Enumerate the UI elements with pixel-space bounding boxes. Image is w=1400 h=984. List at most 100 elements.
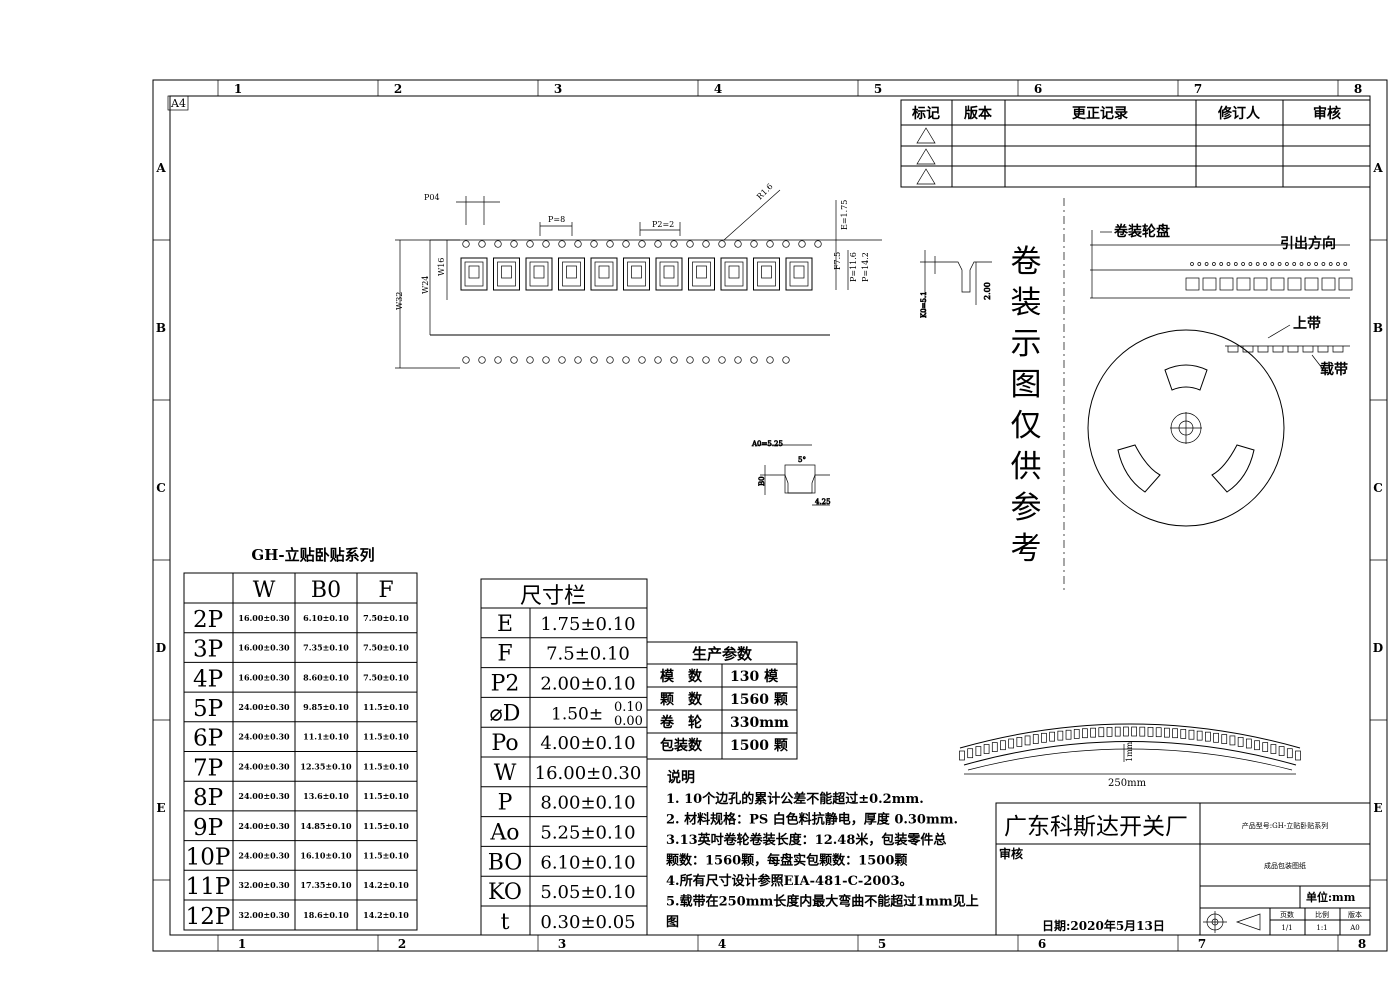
sprocket-hole (766, 356, 774, 364)
pocket (558, 257, 585, 291)
mini-pocket (1257, 346, 1269, 353)
curve-pocket (1221, 734, 1228, 744)
series-cell-f: 14.2±0.10 (363, 880, 409, 890)
vertical-note-char: 图 (1011, 367, 1042, 403)
pocket-detail-view: A0=5.25 5° B0 4.25 (751, 440, 831, 507)
rev-header-version: 版本 (964, 105, 993, 122)
production-value: 1500 颗 (730, 738, 788, 754)
sprocket-hole (494, 240, 502, 248)
strip-hole (1321, 262, 1326, 266)
label-carrier: 载带 (1320, 361, 1348, 378)
curve-pocket (1147, 727, 1154, 737)
row-label: B (156, 321, 166, 335)
hdr-version: 版本 (1348, 910, 1362, 919)
pocket-cavity (566, 265, 577, 279)
column-label: 7 (1194, 82, 1202, 96)
series-cell-f: 7.50±0.10 (363, 613, 409, 623)
series-cell-w: 24.00±0.30 (238, 761, 290, 771)
curve-pocket (1073, 729, 1080, 739)
vertical-note-char: 考 (1011, 531, 1042, 567)
pocket (785, 257, 813, 291)
vertical-note-char: 示 (1011, 326, 1042, 362)
sprocket-hole (782, 240, 790, 248)
strip-pocket (1338, 277, 1353, 291)
val-version: A0 (1349, 924, 1360, 932)
series-row-label: 8P (193, 785, 223, 811)
curve-pocket (1041, 732, 1047, 743)
series-cell-b0: 16.10±0.10 (300, 850, 352, 860)
curve-pocket (1098, 727, 1105, 738)
strip-hole (1328, 262, 1333, 266)
strip-hole (1343, 262, 1348, 266)
strip-hole (1212, 262, 1216, 266)
label-length: 250mm (1108, 778, 1147, 789)
mini-pocket (1227, 346, 1239, 353)
curve-pocket (1065, 729, 1072, 740)
dim-value: 7.5±0.10 (546, 644, 630, 665)
series-cell-b0: 8.60±0.10 (303, 672, 349, 682)
series-cell-f: 7.50±0.10 (363, 643, 409, 653)
sprocket-hole (718, 240, 726, 248)
sprocket-hole (638, 356, 646, 364)
dim-symbol: F (497, 642, 512, 667)
series-cell-w: 16.00±0.30 (238, 672, 290, 682)
column-label: 1 (238, 937, 246, 951)
row-label: C (156, 481, 166, 495)
pocket-inner (757, 261, 776, 287)
strip-hole (1248, 262, 1253, 266)
vertical-note-char: 供 (1011, 449, 1042, 485)
pocket-cavity (598, 265, 610, 279)
series-cell-b0: 13.6±0.10 (303, 791, 349, 801)
series-row-label: 10P (186, 844, 231, 870)
unit-label: 单位:mm (1306, 890, 1356, 904)
val-scale: 1:1 (1316, 924, 1327, 932)
row-label: E (1373, 801, 1382, 815)
series-header: B0 (311, 578, 341, 603)
curve-pocket (1262, 742, 1269, 752)
series-cell-b0: 9.85±0.10 (303, 702, 349, 712)
label-w16: W16 (437, 258, 446, 276)
series-row-label: 4P (193, 666, 223, 692)
sprocket-holes-top (462, 240, 822, 248)
curve-pocket (1295, 750, 1301, 761)
label-bend: 1mm (1125, 741, 1134, 762)
label-w24: W24 (421, 276, 430, 294)
column-label: 2 (394, 82, 402, 96)
series-cell-f: 14.2±0.10 (363, 910, 409, 920)
dim-d-tol-upper: 0.10 (614, 700, 643, 715)
sprocket-hole (654, 240, 662, 248)
sprocket-hole (558, 356, 566, 364)
strip-hole (1285, 262, 1289, 266)
series-row-label: 11P (186, 874, 231, 900)
pocket-inner (594, 261, 614, 287)
sprocket-hole (542, 356, 550, 364)
label-deg: 5° (798, 456, 806, 464)
strip-hole (1197, 262, 1202, 266)
row-label: D (156, 641, 166, 655)
pocket-inner (464, 261, 484, 287)
sprocket-hole (718, 356, 726, 364)
strip-hole (1226, 262, 1231, 266)
sprocket-hole (510, 240, 518, 248)
curve-pocket (1139, 726, 1146, 737)
curve-pocket (967, 748, 974, 759)
strip-hole (1306, 262, 1311, 266)
notes-line: 2. 材料规格：PS 白色料抗静电，厚度 0.30mm. (666, 812, 958, 828)
strip-pocket (1287, 277, 1302, 291)
notes-block: 说明 1. 10个边孔的累计公差不能超过±0.2mm.2. 材料规格：PS 白色… (666, 769, 979, 930)
dim-symbol: P (498, 791, 513, 816)
reel-mini-pockets (1227, 346, 1344, 353)
series-cell-f: 11.5±0.10 (363, 821, 409, 831)
production-value: 130 模 (730, 668, 779, 685)
vertical-note-char: 参 (1011, 490, 1042, 526)
sprocket-hole (462, 240, 470, 248)
series-cell-f: 11.5±0.10 (363, 702, 409, 712)
curve-pocket (1196, 730, 1203, 741)
curve-pocket (1213, 732, 1219, 743)
val-pages: 1/1 (1281, 924, 1292, 932)
sprocket-hole (590, 356, 598, 364)
